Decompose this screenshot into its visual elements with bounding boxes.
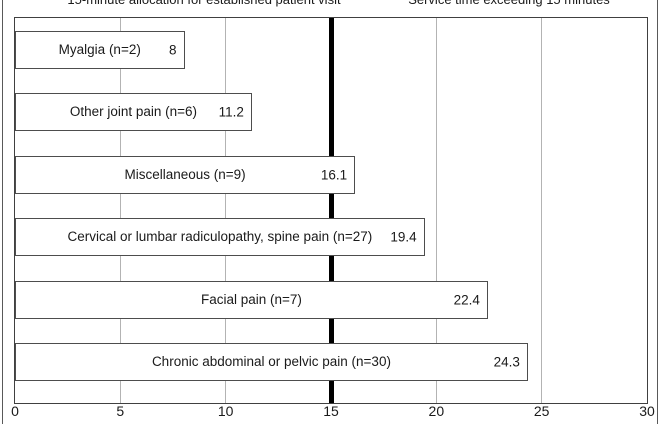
bar-4: Facial pain (n=7) 22.4 bbox=[15, 280, 488, 319]
bar-3: Cervical or lumbar radiculopathy, spine … bbox=[15, 218, 425, 256]
bar-category-label: Cervical or lumbar radiculopathy, spine … bbox=[67, 229, 373, 245]
bar-category-label: Facial pain (n=7) bbox=[200, 291, 302, 307]
x-tick-label-30: 30 bbox=[639, 403, 655, 419]
reference-line-15min bbox=[328, 18, 334, 403]
bar-1: Other joint pain (n=6) 11.2 bbox=[15, 93, 252, 131]
bar-category-label: Chronic abdominal or pelvic pain (n=30) bbox=[151, 354, 391, 370]
bar-0: Myalgia (n=2) 8 bbox=[15, 30, 185, 69]
gridline-x10 bbox=[225, 18, 227, 403]
bar-category-label: Miscellaneous (n=9) bbox=[124, 166, 246, 182]
bar-value-label: 8 bbox=[169, 41, 177, 57]
x-tick-label-10: 10 bbox=[217, 403, 234, 419]
x-tick-label-0: 0 bbox=[11, 403, 19, 419]
bar-value-label: 11.2 bbox=[218, 104, 244, 120]
x-tick-label-5: 5 bbox=[116, 403, 125, 419]
gridline-x25 bbox=[541, 18, 543, 403]
reference-line-label-left: 15-minute allocation for established pat… bbox=[67, 0, 340, 7]
gridline-x5 bbox=[119, 18, 121, 403]
x-tick-label-20: 20 bbox=[428, 403, 445, 419]
reference-line-label-right: Service time exceeding 15 minutes bbox=[408, 0, 610, 7]
bar-value-label: 24.3 bbox=[493, 354, 520, 370]
bar-category-label: Myalgia (n=2) bbox=[58, 41, 141, 57]
bar-5: Chronic abdominal or pelvic pain (n=30) 2… bbox=[15, 343, 528, 381]
bar-2: Miscellaneous (n=9) 16.1 bbox=[15, 155, 356, 194]
x-tick-label-25: 25 bbox=[533, 403, 550, 419]
bar-category-label: Other joint pain (n=6) bbox=[69, 104, 198, 120]
bar-value-label: 22.4 bbox=[453, 291, 480, 307]
bar-value-label: 19.4 bbox=[390, 229, 417, 245]
gridline-x20 bbox=[435, 18, 437, 403]
x-tick-label-15: 15 bbox=[323, 403, 339, 419]
bar-value-label: 16.1 bbox=[320, 166, 348, 182]
